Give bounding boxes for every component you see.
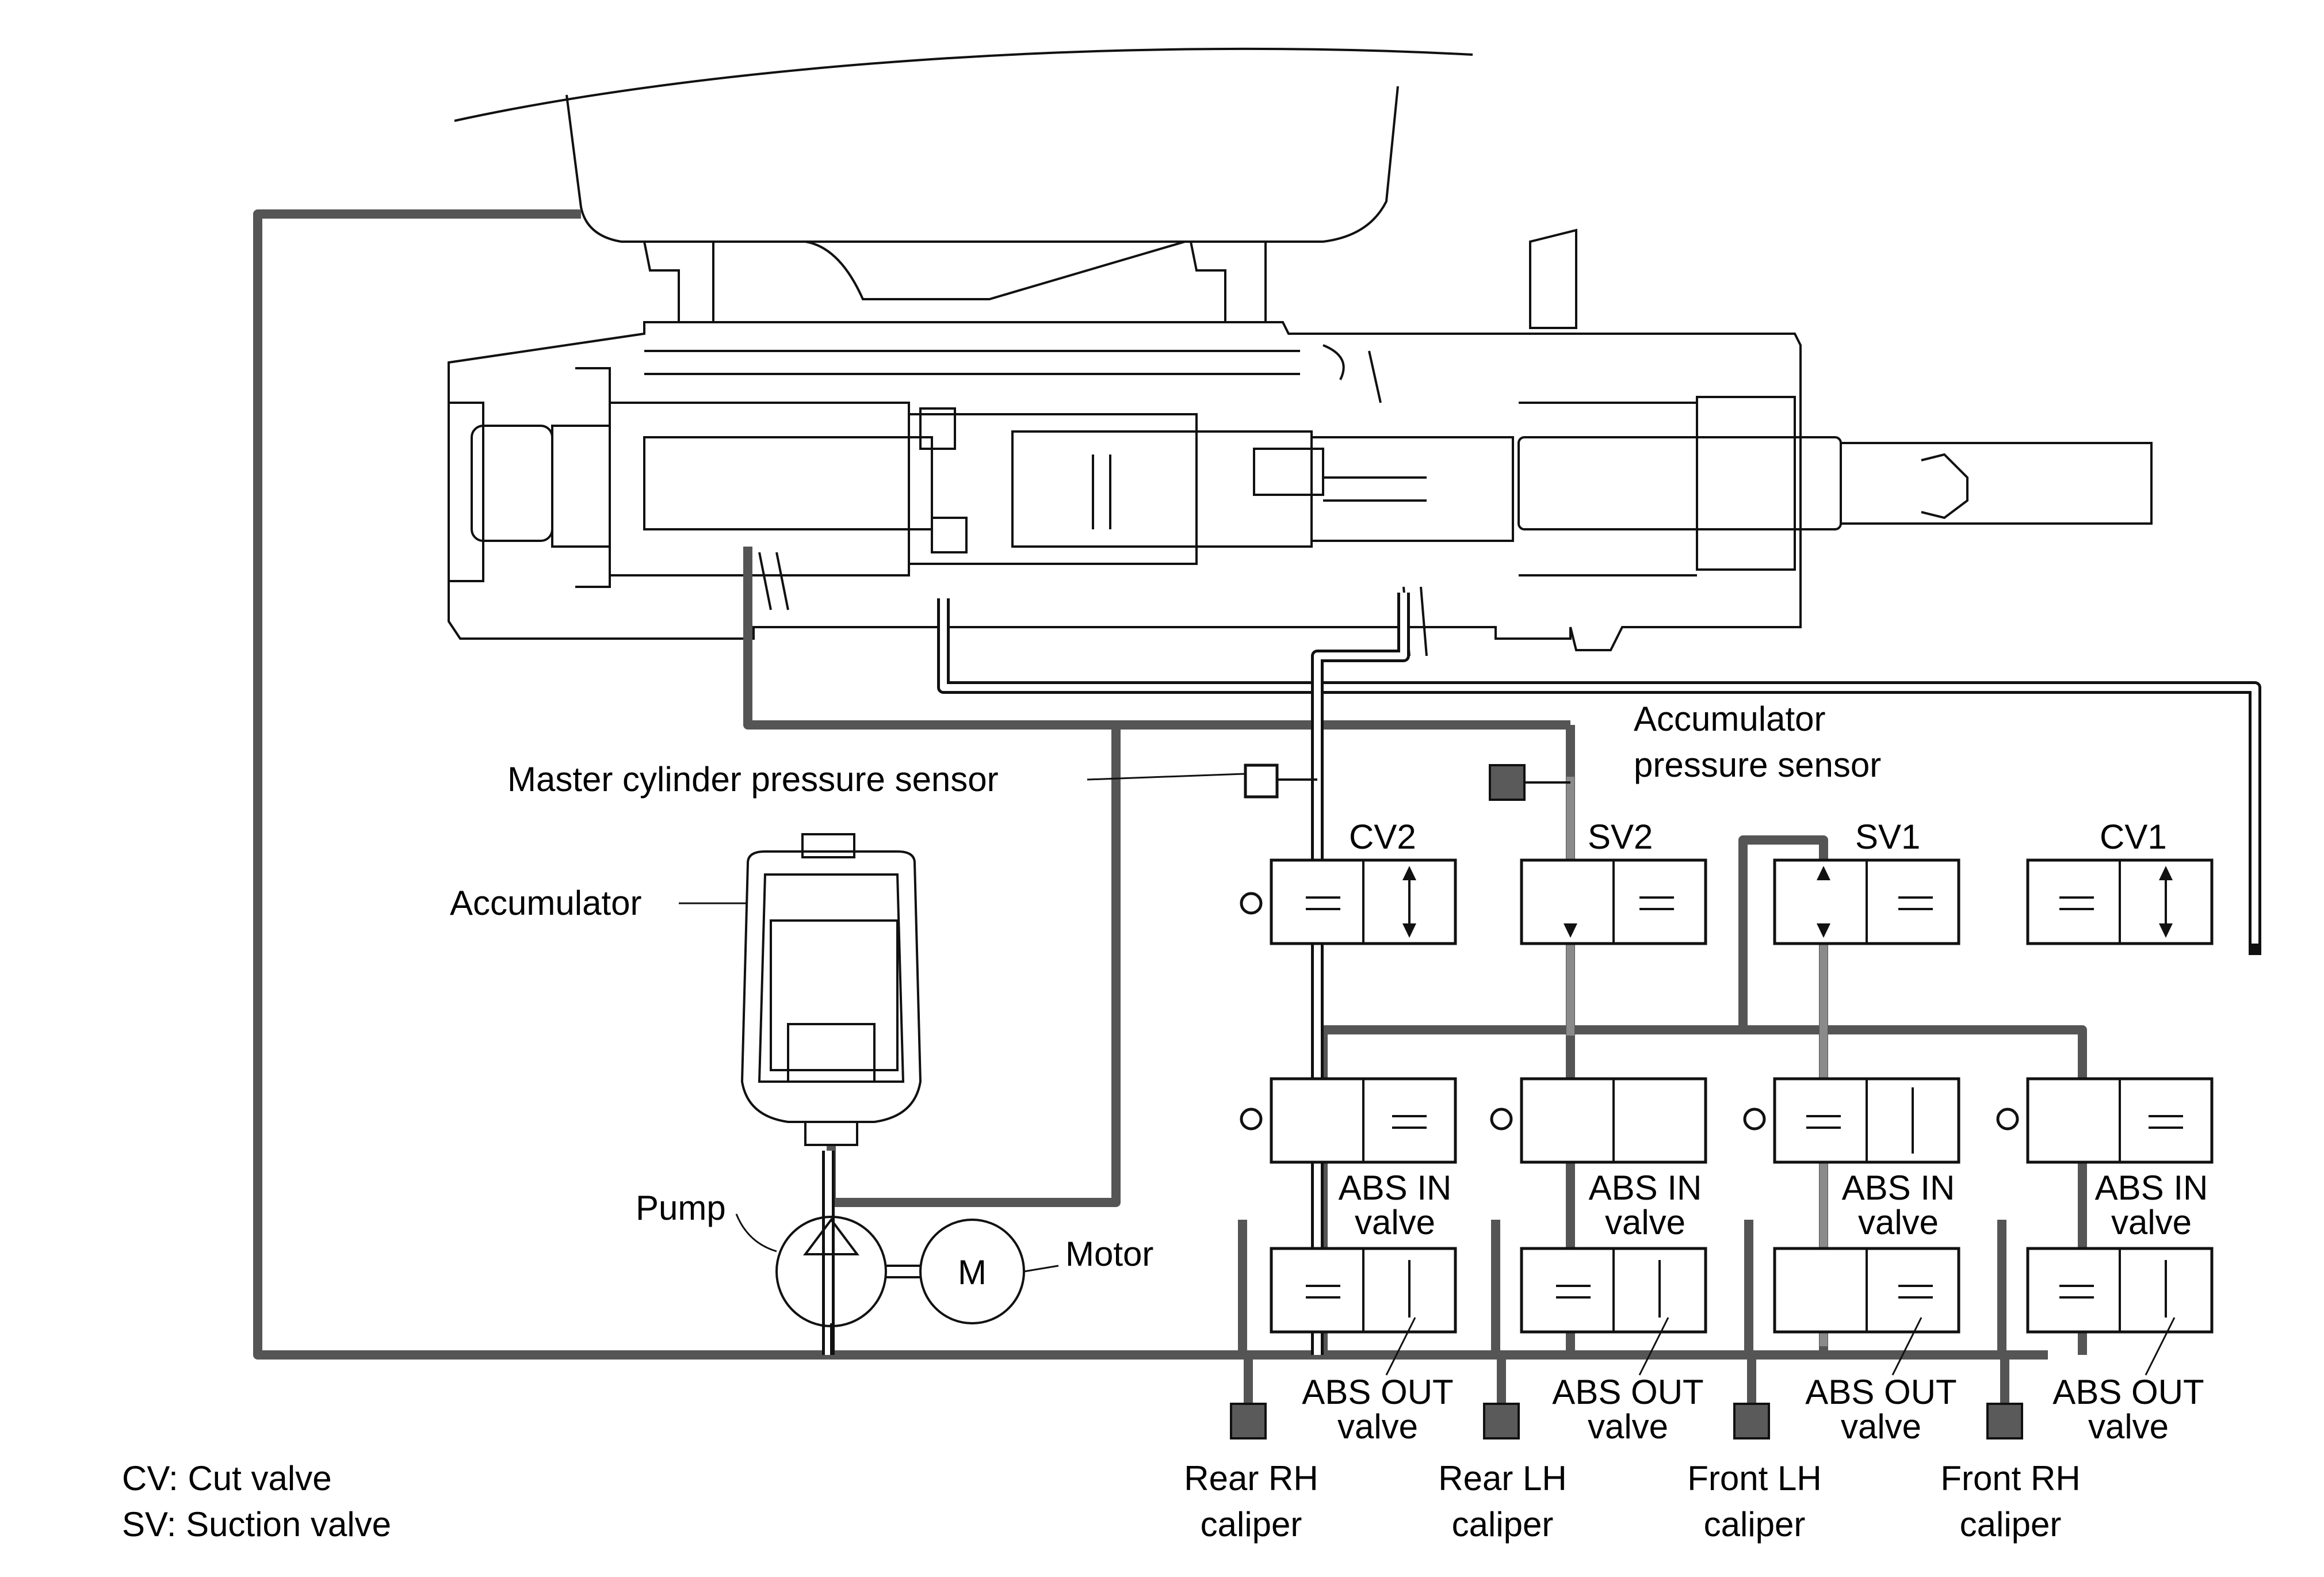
abs-in-label-3: ABS IN (1842, 1169, 1955, 1207)
abs-in-label-4b: valve (2111, 1203, 2192, 1242)
abs-out-label-2b: valve (1588, 1407, 1668, 1446)
cv1-label: CV1 (2100, 818, 2167, 856)
valve-sv2 (1520, 858, 1707, 945)
caliper-label-rear-lh: Rear LH (1438, 1459, 1566, 1498)
sv2-label: SV2 (1588, 818, 1653, 856)
abs-in-label-4: ABS IN (2095, 1169, 2208, 1207)
abs-in-label-2b: valve (1605, 1203, 1685, 1242)
caliper-label-rear-rh-2: caliper (1201, 1505, 1302, 1544)
abs-in-valves (1240, 1077, 2214, 1164)
caliper-label-front-lh: Front LH (1687, 1459, 1821, 1498)
caliper-label-front-rh-2: caliper (1960, 1505, 2062, 1544)
abs-in-label-1b: valve (1355, 1203, 1435, 1242)
motor-symbol-label: M (958, 1253, 987, 1292)
master-cylinder-pressure-sensor-label: Master cylinder pressure sensor (507, 760, 999, 799)
accumulator-pressure-sensor-label-line1: Accumulator (1634, 700, 1825, 738)
legend-cv: CV: Cut valve (122, 1459, 332, 1498)
abs-out-label-3b: valve (1841, 1407, 1921, 1446)
abs-out-valves (1270, 1247, 2214, 1334)
master-cylinder-pressure-sensor (1244, 763, 1279, 799)
abs-out-label-1b: valve (1337, 1407, 1418, 1446)
abs-out-label-3: ABS OUT (1805, 1373, 1956, 1411)
legend-sv: SV: Suction valve (122, 1505, 391, 1544)
pump-label: Pump (636, 1189, 726, 1227)
valve-sv1 (1773, 858, 1960, 945)
accumulator-label: Accumulator (450, 884, 641, 922)
abs-out-label-2: ABS OUT (1552, 1373, 1703, 1411)
accumulator-pressure-sensor (1489, 764, 1526, 801)
caliper-label-rear-lh-2: caliper (1452, 1505, 1554, 1544)
caliper-connectors (1230, 1355, 2023, 1439)
abs-out-label-4b: valve (2088, 1407, 2169, 1446)
abs-in-label-2: ABS IN (1589, 1169, 1702, 1207)
caliper-label-front-rh: Front RH (1940, 1459, 2080, 1498)
abs-in-label-3b: valve (1858, 1203, 1939, 1242)
valve-cv2 (1240, 858, 1457, 945)
accumulator-pressure-sensor-label-line2: pressure sensor (1634, 746, 1881, 784)
sv1-label: SV1 (1855, 818, 1920, 856)
accumulator (740, 833, 922, 1146)
abs-out-label-1: ABS OUT (1302, 1373, 1453, 1411)
caliper-label-front-lh-2: caliper (1704, 1505, 1806, 1544)
leader-lines (679, 773, 2176, 1376)
abs-out-label-4: ABS OUT (2052, 1373, 2204, 1411)
abs-in-label-1: ABS IN (1339, 1169, 1452, 1207)
motor-label: Motor (1065, 1235, 1153, 1273)
pump-motor-unit (775, 1216, 1025, 1355)
valve-cv1 (2026, 858, 2214, 945)
reservoir-tank (454, 47, 1473, 322)
cv2-label: CV2 (1349, 818, 1416, 856)
caliper-label-rear-rh: Rear RH (1184, 1459, 1318, 1498)
master-cylinder (448, 228, 2153, 656)
